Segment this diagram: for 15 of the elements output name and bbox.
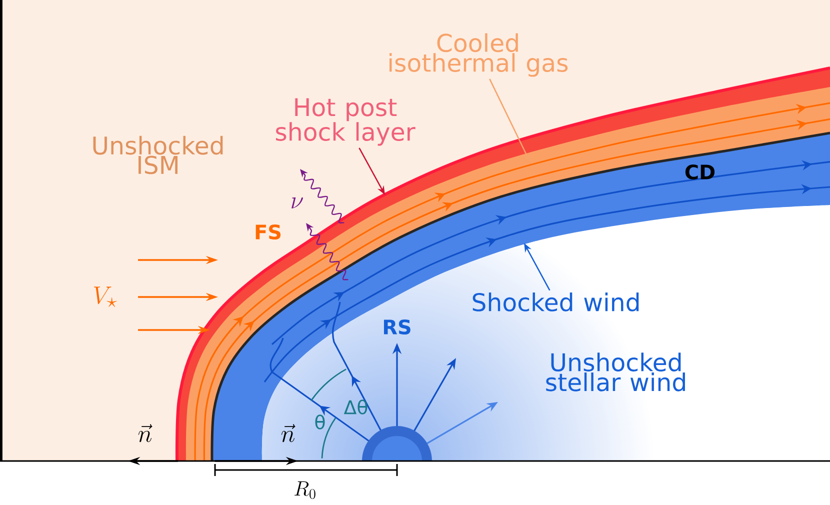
region-label: Δθ [344,400,368,414]
region-label: θ [315,414,325,430]
region-label: CD [685,164,715,180]
region-label: Unshocked stellar wind [546,352,685,392]
symbol-label: $\vec{n}$ [281,424,296,442]
callout-label: Hot post shock layer [276,98,416,146]
symbol-label: $\vec{n}$ [138,424,152,442]
region-label: RS [384,319,410,335]
region-label: Unshocked ISM [93,136,223,174]
callout-label: Cooled isothermal gas [390,33,568,77]
callout-label: Shocked wind [472,292,639,312]
symbol-label: $\nu$ [292,197,303,208]
symbol-label: $R_0$ [294,481,316,499]
symbol-label: $V_\star$ [94,286,117,307]
region-label: FS [256,224,281,240]
